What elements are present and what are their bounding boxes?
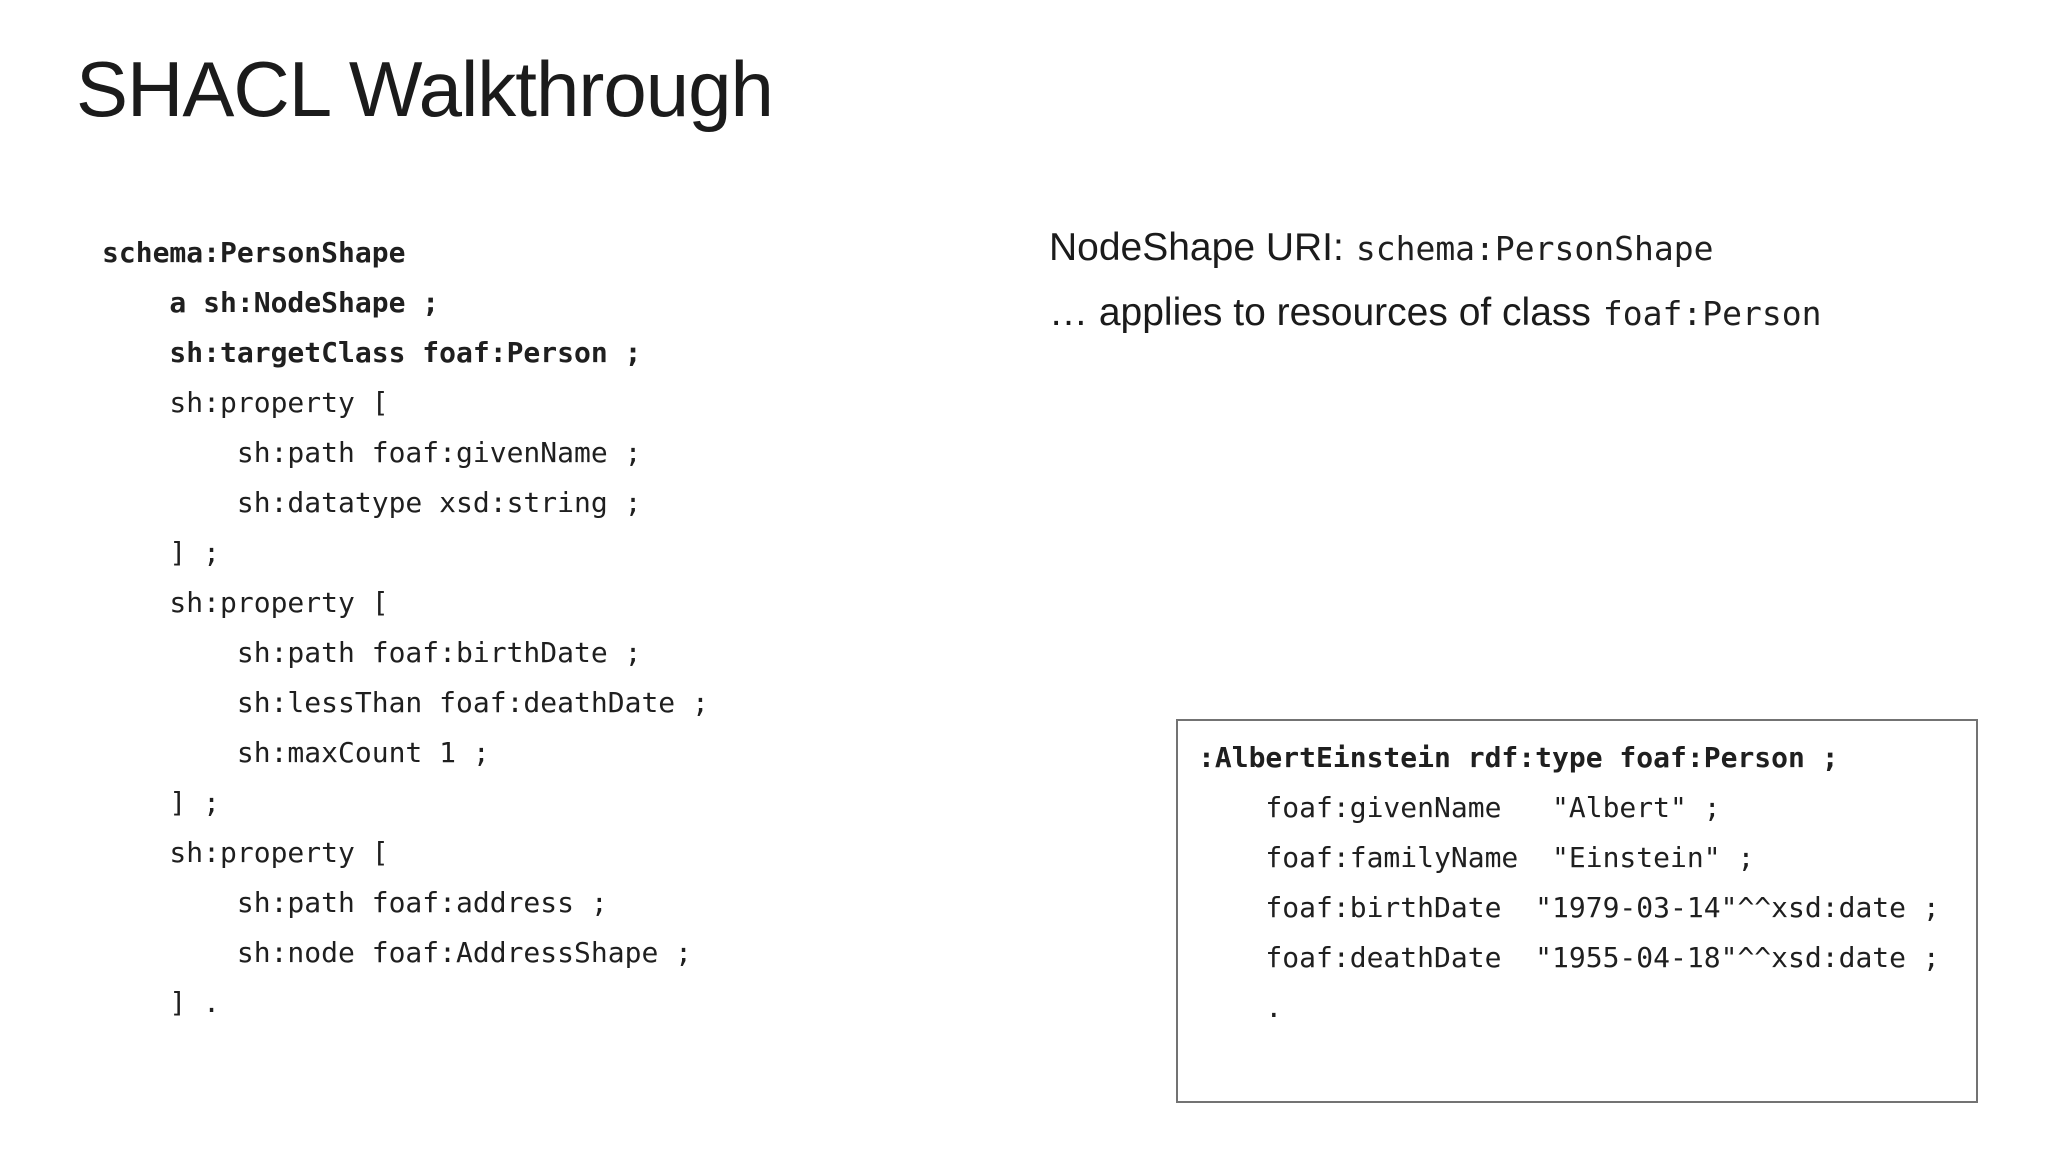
nodeshape-uri-line: NodeShape URI: schema:PersonShape bbox=[1049, 224, 1821, 273]
code-line: foaf:birthDate "1979-03-14"^^xsd:date ; bbox=[1198, 891, 1940, 924]
page-title: SHACL Walkthrough bbox=[76, 45, 774, 133]
code-line: schema:PersonShape bbox=[102, 236, 406, 269]
instance-data-code-block: :AlbertEinstein rdf:type foaf:Person ; f… bbox=[1178, 721, 1976, 1033]
code-line: sh:property [ bbox=[102, 386, 389, 419]
code-line: :AlbertEinstein rdf:type foaf:Person ; bbox=[1198, 741, 1839, 774]
instance-data-box: :AlbertEinstein rdf:type foaf:Person ; f… bbox=[1176, 719, 1978, 1103]
code-line: sh:maxCount 1 ; bbox=[102, 736, 490, 769]
code-line: foaf:givenName "Albert" ; bbox=[1198, 791, 1721, 824]
code-line: foaf:deathDate "1955-04-18"^^xsd:date ; bbox=[1198, 941, 1940, 974]
code-line: foaf:familyName "Einstein" ; bbox=[1198, 841, 1755, 874]
code-line: ] ; bbox=[102, 536, 221, 569]
code-line: ] . bbox=[102, 986, 221, 1019]
code-line: sh:property [ bbox=[102, 836, 389, 869]
code-line: ] ; bbox=[102, 786, 221, 819]
code-line: sh:property [ bbox=[102, 586, 389, 619]
code-line: sh:node foaf:AddressShape ; bbox=[102, 936, 693, 969]
applies-to-line: … applies to resources of class foaf:Pers… bbox=[1049, 289, 1821, 338]
nodeshape-uri-value: schema:PersonShape bbox=[1355, 229, 1714, 268]
code-line: sh:lessThan foaf:deathDate ; bbox=[102, 686, 709, 719]
code-line: sh:path foaf:address ; bbox=[102, 886, 608, 919]
code-line: . bbox=[1198, 991, 1283, 1024]
applies-to-class: foaf:Person bbox=[1602, 294, 1822, 333]
annotations: NodeShape URI: schema:PersonShape … appli… bbox=[1049, 224, 1821, 354]
code-line: sh:path foaf:birthDate ; bbox=[102, 636, 642, 669]
nodeshape-uri-label: NodeShape URI: bbox=[1049, 226, 1344, 269]
code-line: a sh:NodeShape ; bbox=[102, 286, 440, 319]
code-line: sh:path foaf:givenName ; bbox=[102, 436, 642, 469]
shacl-shape-code-block: schema:PersonShape a sh:NodeShape ; sh:t… bbox=[102, 228, 709, 1028]
code-line: sh:targetClass foaf:Person ; bbox=[102, 336, 642, 369]
applies-to-text: … applies to resources of class bbox=[1049, 291, 1591, 334]
code-line: sh:datatype xsd:string ; bbox=[102, 486, 642, 519]
